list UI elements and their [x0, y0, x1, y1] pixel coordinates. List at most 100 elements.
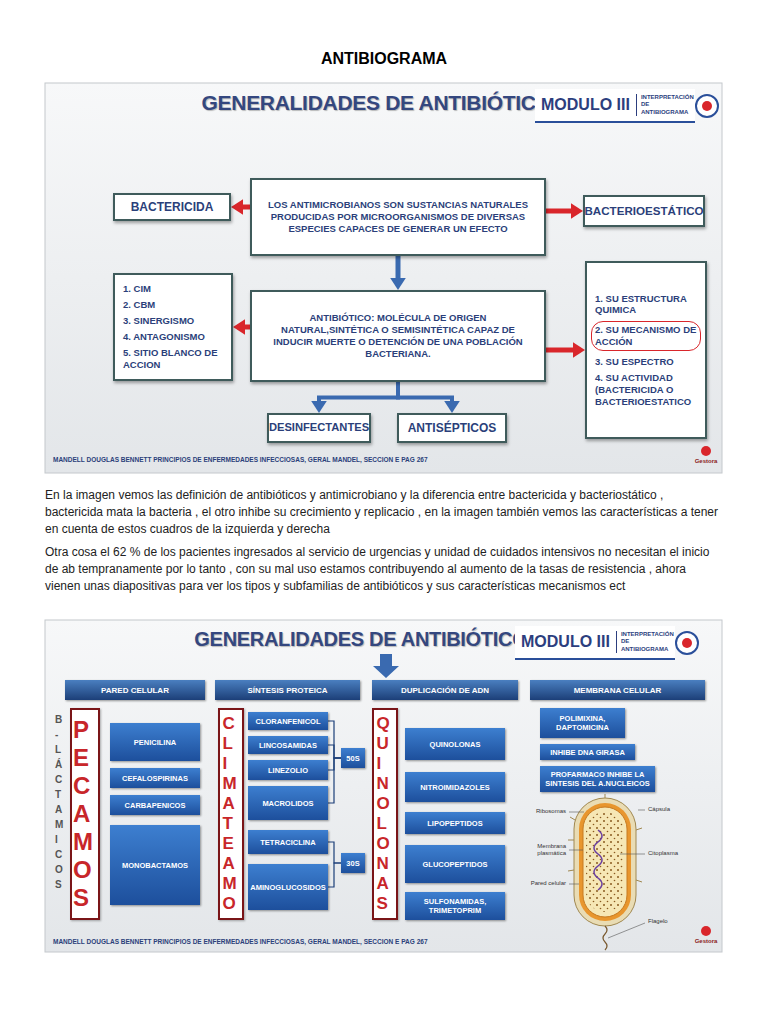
box-text: LINCOSAMIDAS	[259, 741, 317, 750]
connector-arrow	[546, 348, 573, 353]
page-title: ANTIBIOGRAMA	[0, 50, 768, 68]
module-logo: MODULO IIIINTERPRETACIÓN DE ANTIBIOGRAMA	[515, 626, 675, 660]
citation: MANDELL DOUGLAS BENNETT PRINCIPIOS DE EN…	[53, 456, 428, 463]
connector-arrow	[398, 382, 452, 401]
connector-arrow	[319, 382, 398, 401]
effect-box: BACTERICIDA	[113, 193, 231, 221]
box-text: 4. SU ACTIVIDAD (BACTERICIDA O BACTERIOE…	[595, 372, 697, 408]
bracket-line	[328, 745, 341, 758]
box-text: LOS ANTIMICROBIANOS SON SUSTANCIAS NATUR…	[260, 199, 536, 235]
box-text: MODULO III	[541, 96, 630, 114]
subunit-box: 30S	[341, 853, 365, 873]
drug-box: LIPOPEPTIDOS	[405, 812, 505, 834]
module-logo: MODULO III INTERPRETACIÓN DE ANTIBIOGRAMA	[535, 89, 695, 123]
drug-box: INHIBE DNA GIRASA	[540, 744, 635, 760]
subunit-box: 50S	[341, 748, 365, 768]
vertical-label: B-LÁCTAMICOS	[55, 712, 65, 892]
box-text: 5. SITIO BLANCO DE ACCION	[123, 347, 223, 371]
bracket-line	[328, 842, 341, 863]
box-text: PROFARMACO INHIBE LA SINTESIS DEL A.NUCL…	[543, 770, 652, 788]
column-header: PARED CELULAR	[65, 680, 205, 700]
list-box: 1. SU ESTRUCTURA QUIMICA2. SU MECANISMO …	[585, 261, 707, 439]
drug-box: MONOBACTAMOS	[110, 825, 200, 905]
box-text: LINEZOLIO	[268, 766, 308, 775]
drug-box: POLIMIXINA, DAPTOMICINA	[540, 708, 625, 738]
connector-arrow	[396, 256, 401, 278]
drug-box: CARBAPENICOS	[110, 795, 200, 815]
drug-box: MACROLIDOS	[248, 786, 328, 820]
box-text: SULFONAMIDAS, TRIMETOPRIM	[408, 897, 502, 915]
down-arrow	[373, 654, 399, 678]
box-text: CEFALOSPIRINAS	[122, 774, 188, 783]
drug-box: LINCOSAMIDAS	[248, 736, 328, 754]
box-text: ANTIBIÓTICO: MOLÉCULA DE ORIGEN NATURAL,…	[260, 312, 536, 360]
drug-box: CLORANFENICOL	[248, 712, 328, 730]
part-label: Flagelo	[648, 918, 708, 925]
drug-box: SULFONAMIDAS, TRIMETOPRIM	[405, 892, 505, 920]
box-text: 3. SINERGISMO	[123, 315, 223, 327]
vertical-acronym: CLIMATEAMO	[218, 708, 244, 920]
box-text: 1. CIM	[123, 283, 223, 295]
part-label: Pared celular	[508, 880, 566, 887]
drug-box: NITROIMIDAZOLES	[405, 772, 505, 802]
part-label: Citoplasma	[648, 850, 708, 857]
drug-box: AMINOGLUCOSIDOS	[248, 864, 328, 910]
citation: MANDELL DOUGLAS BENNETT PRINCIPIOS DE EN…	[53, 938, 428, 945]
box-text: PENICILINA	[134, 738, 177, 747]
slide-ground	[45, 620, 722, 952]
box-text: 1. SU ESTRUCTURA QUIMICA	[595, 293, 697, 317]
box-text: BACTERICIDA	[131, 200, 214, 215]
slide-panel: GENERALIDADES DE ANTIBIÓTICOSMODULO IIII…	[45, 83, 722, 473]
box-text: POLIMIXINA, DAPTOMICINA	[543, 714, 622, 732]
part-label: Ribosomas	[508, 808, 566, 815]
list-box: 1. CIM2. CBM3. SINERGISMO4. ANTAGONISMO5…	[113, 273, 233, 381]
connector-arrow	[243, 205, 250, 210]
box-text: CLIMATEAMO	[223, 714, 240, 914]
bracket-line	[328, 758, 341, 803]
logo-text: Gestora	[690, 458, 722, 464]
box-text: MEMBRANA CELULAR	[574, 686, 662, 695]
column-header: DUPLICACIÓN DE ADN	[372, 680, 518, 700]
drug-box: QUINOLONAS	[405, 728, 505, 760]
box-text: 3. SU ESPECTRO	[595, 356, 697, 368]
logo-text: Gestora	[690, 938, 722, 944]
box-text: 50S	[346, 754, 359, 763]
box-text: BACTERIOESTÁTICO	[585, 204, 704, 218]
paragraph: Otra cosa el 62 % de los pacientes ingre…	[45, 544, 722, 595]
slide-panel: GENERALIDADES DE ANTIBIÓTICOS 1/5MODULO …	[45, 620, 722, 952]
part-label: Cápsula	[648, 806, 708, 813]
drug-box: PROFARMACO INHIBE LA SINTESIS DEL A.NUCL…	[540, 766, 655, 792]
box-text: QUINOLONAS	[377, 714, 394, 914]
vertical-acronym: QUINOLONAS	[372, 708, 398, 920]
box-text: TETRACICLINA	[260, 838, 315, 847]
drug-box: PENICILINA	[110, 723, 200, 761]
box-text: PARED CELULAR	[101, 686, 169, 695]
connector-arrow	[546, 209, 571, 214]
bacteria-illustration	[568, 794, 645, 950]
drug-box: CEFALOSPIRINAS	[110, 768, 200, 788]
box-text: INTERPRETACIÓN DE ANTIBIOGRAMA	[616, 631, 674, 653]
box-text: PECAMOS	[73, 716, 97, 912]
drug-box: TETRACICLINA	[248, 830, 328, 854]
column-header: SÍNTESIS PROTEICA	[215, 680, 360, 700]
definition-box: ANTIBIÓTICO: MOLÉCULA DE ORIGEN NATURAL,…	[250, 290, 546, 382]
definition-box: LOS ANTIMICROBIANOS SON SUSTANCIAS NATUR…	[250, 178, 546, 256]
box-text: INHIBE DNA GIRASA	[550, 748, 625, 757]
box-text: 4. ANTAGONISMO	[123, 331, 223, 343]
box-text: NITROIMIDAZOLES	[420, 783, 490, 792]
box-text: DESINFECTANTES	[269, 421, 369, 435]
category-box: ANTISÉPTICOS	[397, 413, 507, 443]
drug-box: GLUCOPEPTIDOS	[405, 845, 505, 883]
box-text: LIPOPEPTIDOS	[427, 819, 482, 828]
box-text: GLUCOPEPTIDOS	[422, 860, 487, 869]
box-text: INTERPRETACIÓN DE ANTIBIOGRAMA	[636, 94, 694, 116]
box-text: MACROLIDOS	[262, 799, 313, 808]
part-label: Membrana plasmática	[508, 843, 566, 857]
column-header: MEMBRANA CELULAR	[530, 680, 705, 700]
effect-box: BACTERIOESTÁTICO	[583, 195, 705, 227]
drug-box: LINEZOLIO	[248, 760, 328, 780]
box-text: MONOBACTAMOS	[122, 861, 188, 870]
box-text: 30S	[346, 859, 359, 868]
